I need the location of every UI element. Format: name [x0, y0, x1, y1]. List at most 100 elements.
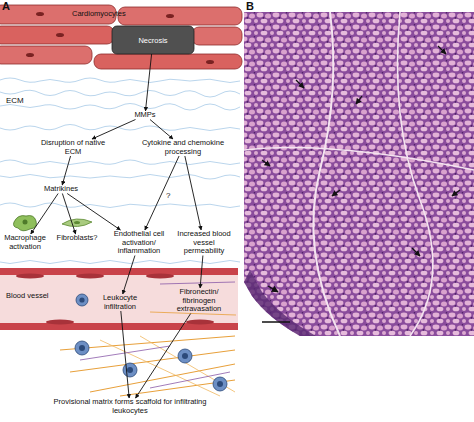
macrophage-nucleus: [23, 220, 28, 225]
pointer-arrow: [438, 46, 446, 54]
node-text: Fibroblasts?: [52, 234, 102, 243]
cardiomyocyte: [0, 26, 114, 44]
process-label: Cytokine and chemokine processing: [138, 139, 228, 156]
pointer-arrow: [332, 190, 340, 196]
scale-bar: [262, 321, 290, 323]
vessel-layer: [0, 268, 238, 330]
process-label: Disruption of native ECM: [38, 139, 108, 156]
outcome-label: Fibroblasts?: [52, 234, 102, 243]
nucleus: [36, 12, 44, 16]
cardiomyocyte: [118, 7, 242, 25]
ecm-fiber: [0, 104, 240, 111]
node-text: Leukocyte infiltration: [92, 294, 148, 311]
node-text: Necrosis: [114, 37, 192, 46]
ecm-fiber: [0, 125, 240, 131]
tissue-gap: [313, 12, 340, 336]
flow-arrow: [121, 311, 129, 398]
flow-arrow: [67, 194, 120, 231]
ecm-fibers: [0, 78, 240, 264]
matrix-fiber: [80, 346, 170, 360]
nucleus: [56, 33, 64, 37]
outcome-label: Increased blood vessel permeability: [174, 230, 234, 256]
necrotic-cell: [112, 26, 194, 54]
flow-arrow: [31, 194, 58, 235]
leukocyte-nucleus: [182, 353, 188, 359]
matrix-fiber: [100, 340, 220, 396]
node-text: MMPs: [126, 111, 164, 120]
histology-panel: [244, 12, 474, 336]
region-label: ECM: [6, 96, 24, 105]
process-label: MMPs: [126, 111, 164, 120]
flow-arrow: [145, 156, 179, 230]
endothelial-cell: [46, 320, 74, 325]
flow-arrow: [62, 194, 75, 235]
leukocyte: [75, 341, 89, 355]
leukocyte: [178, 349, 192, 363]
matrix-fiber: [140, 336, 235, 392]
node-text: Endothelial cell activation/ inflammatio…: [108, 230, 170, 256]
leukocyte-nucleus: [79, 345, 85, 351]
fibroblast-icon: [62, 219, 92, 227]
flow-arrow: [123, 256, 135, 295]
pointer-arrow: [356, 96, 362, 104]
leukocyte-nucleus: [127, 367, 133, 373]
endothelial-cell: [146, 274, 174, 279]
flow-arrow: [185, 156, 201, 230]
cell-band: CardiomyocytesNecrosis: [0, 4, 236, 70]
tissue-edge: [244, 270, 316, 336]
outcome-label: Provisional matrix forms scaffold for in…: [50, 398, 210, 415]
flow-arrow: [145, 54, 151, 111]
panel-letter: B: [246, 0, 254, 12]
provisional-matrix: [60, 336, 235, 396]
endothelial-cell: [16, 274, 44, 279]
pointer-arrow: [296, 80, 304, 88]
nucleus: [166, 14, 174, 18]
process-label: Matrikines: [36, 185, 86, 194]
process-label: Leukocyte infiltration: [92, 294, 148, 311]
pointer-arrow: [412, 248, 420, 256]
leukocyte-nucleus: [79, 297, 84, 302]
macrophage-icon: [14, 216, 37, 231]
leukocyte-nucleus: [217, 381, 223, 387]
nucleus: [26, 53, 34, 57]
leukocyte: [123, 363, 137, 377]
endothelial-cell: [76, 274, 104, 279]
node-text: Cytokine and chemokine processing: [138, 139, 228, 156]
flow-arrow: [150, 120, 173, 140]
outcome-label: Macrophage activation: [0, 234, 50, 251]
node-text: Matrikines: [36, 185, 86, 194]
node-text: Cardiomyocytes: [72, 10, 236, 19]
vessel-band: Blood vesselLeukocyte infiltrationFibron…: [0, 268, 236, 330]
cardiomyocyte: [0, 46, 92, 64]
node-text: Increased blood vessel permeability: [174, 230, 234, 256]
matrix-fiber: [90, 364, 235, 392]
outcome-label: Endothelial cell activation/ inflammatio…: [108, 230, 170, 256]
histology-tissue: [244, 12, 474, 336]
pointer-arrow: [262, 160, 270, 166]
tissue-gap: [398, 12, 433, 336]
tissue-gap: [244, 148, 474, 171]
ecm-fiber: [0, 78, 240, 83]
leukocyte: [213, 377, 227, 391]
cardiomyocyte: [192, 27, 242, 45]
flow-arrow: [200, 256, 203, 289]
ecm-fiber: [0, 203, 240, 208]
flow-arrow: [92, 120, 136, 140]
ecm-fiber: [0, 90, 240, 97]
node-text: Provisional matrix forms scaffold for in…: [50, 398, 210, 415]
flow-arrow: [136, 314, 191, 399]
node-text: Fibronectin/ fibrinogen extravasation: [168, 288, 230, 314]
node-text: Disruption of native ECM: [38, 139, 108, 156]
cardiomyocyte-layer: [0, 5, 242, 69]
edge-label: ?: [166, 191, 170, 200]
panel-letter: A: [2, 0, 10, 12]
leukocyte: [76, 294, 88, 306]
nucleus: [206, 60, 214, 64]
process-label: Fibronectin/ fibrinogen extravasation: [168, 288, 230, 314]
necrosis-cell: Necrosis: [114, 28, 192, 54]
ecm-fiber: [0, 261, 240, 264]
ecm-fiber: [0, 160, 240, 165]
